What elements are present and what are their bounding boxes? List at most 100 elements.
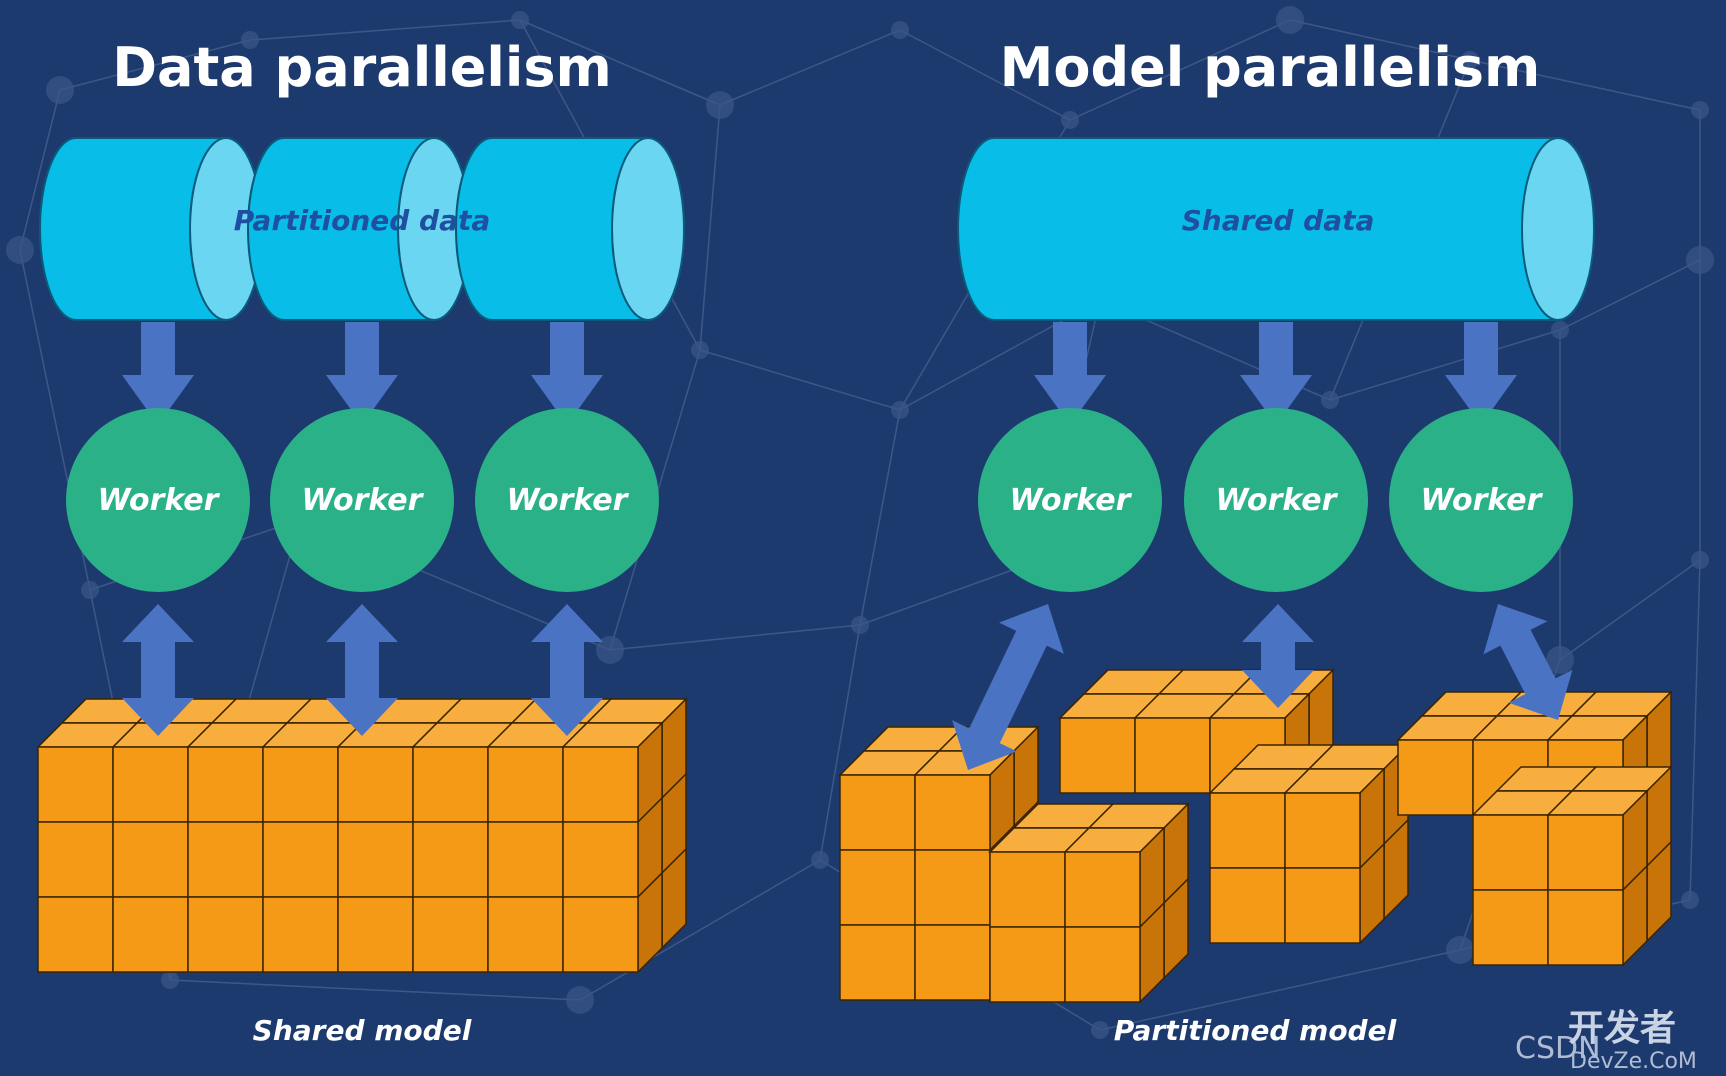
cube-front — [1284, 867, 1361, 944]
network-node — [1446, 936, 1474, 964]
network-node — [1091, 1021, 1109, 1039]
network-node — [161, 971, 179, 989]
cube-front — [262, 746, 339, 823]
cube-front — [112, 746, 189, 823]
cube-front — [914, 924, 991, 1001]
model-arrow-left-3 — [531, 604, 603, 736]
network-node — [1691, 101, 1709, 119]
worker-circle — [475, 408, 659, 592]
cube-front — [187, 896, 264, 973]
cube-front — [914, 774, 991, 851]
cube-front — [562, 821, 639, 898]
model-cube — [1058, 693, 1161, 794]
cube-front — [1547, 814, 1624, 891]
network-link — [699, 349, 901, 411]
cube-front — [989, 926, 1066, 1003]
model-cube — [1283, 767, 1386, 870]
cube-front — [337, 896, 414, 973]
cube-front — [1134, 717, 1211, 794]
partitioned-data-label: Partitioned data — [234, 204, 491, 237]
network-node — [1321, 391, 1339, 409]
worker-circle — [66, 408, 250, 592]
model-cube — [187, 896, 264, 973]
model-cube — [1063, 826, 1166, 929]
network-link — [169, 979, 581, 1001]
shared-model-block — [36, 697, 688, 974]
partition-block-3b — [1471, 765, 1673, 967]
cube-front — [839, 924, 916, 1001]
network-node — [691, 341, 709, 359]
data-partition-2 — [247, 137, 471, 321]
worker-label: Worker — [1010, 483, 1133, 518]
watermark: CSDN 开发者 DevZe.CoM — [1515, 1008, 1697, 1074]
model-cube — [1471, 790, 1574, 891]
model-cube — [112, 896, 189, 973]
network-node — [241, 31, 259, 49]
shared-model-label: Shared model — [253, 1014, 472, 1047]
network-link — [699, 104, 721, 351]
model-cube — [412, 896, 489, 973]
network-node — [1686, 246, 1714, 274]
watermark-cjk: 开发者 — [1568, 1008, 1676, 1049]
cube-front — [839, 849, 916, 926]
model-cube — [187, 821, 264, 898]
network-node — [1276, 6, 1304, 34]
cube-front — [262, 821, 339, 898]
right-data-arrows — [1034, 322, 1517, 425]
model-arrow-left-2 — [326, 604, 398, 736]
left-model-arrows-heads — [122, 604, 603, 736]
network-link — [859, 409, 901, 626]
network-link — [249, 19, 521, 41]
model-cube — [37, 821, 114, 898]
model-cube — [1209, 867, 1286, 944]
model-cube — [186, 722, 289, 823]
model-cube — [1396, 715, 1499, 816]
network-node — [891, 21, 909, 39]
cube-front — [187, 746, 264, 823]
cube-front — [839, 774, 916, 851]
model-arrow-right-2 — [1242, 604, 1314, 708]
model-cube — [262, 821, 339, 898]
model-arrow-left-1 — [122, 604, 194, 736]
cube-front — [989, 851, 1066, 928]
cube-front — [37, 746, 114, 823]
model-cube — [411, 722, 514, 823]
network-link — [1069, 19, 1291, 121]
network-node — [1546, 646, 1574, 674]
model-cube — [36, 722, 139, 823]
network-node — [46, 76, 74, 104]
network-link — [1289, 19, 1471, 61]
data-arrow-3 — [531, 322, 603, 425]
worker-label: Worker — [1421, 483, 1544, 518]
shared-data-body — [957, 137, 1595, 321]
model-cube — [487, 821, 564, 898]
worker-circle — [978, 408, 1162, 592]
model-arrow-right-3 — [1483, 604, 1573, 720]
network-node — [81, 581, 99, 599]
cube-front — [1064, 926, 1141, 1003]
network-link — [1469, 59, 1701, 111]
cube-front — [1284, 792, 1361, 869]
network-link — [519, 19, 721, 106]
worker-label: Worker — [507, 483, 630, 518]
model-cube — [1547, 864, 1648, 967]
cube-front — [914, 849, 991, 926]
model-cube — [562, 871, 663, 974]
cube-front — [1547, 889, 1624, 966]
model-cube — [1472, 889, 1549, 966]
model-cube — [1546, 789, 1649, 892]
network-node — [566, 986, 594, 1014]
network-node — [596, 636, 624, 664]
network-node — [1551, 321, 1569, 339]
right-model-arrows — [952, 604, 1573, 770]
network-link — [719, 29, 901, 106]
data-partition-3 — [455, 137, 685, 321]
model-cube — [838, 750, 941, 851]
shared-model-cubes — [36, 697, 688, 974]
cylinder-cap — [1521, 137, 1595, 321]
network-link — [1559, 559, 1701, 661]
model-cube — [914, 899, 1015, 1002]
network-node — [6, 236, 34, 264]
model-cube — [839, 924, 916, 1001]
